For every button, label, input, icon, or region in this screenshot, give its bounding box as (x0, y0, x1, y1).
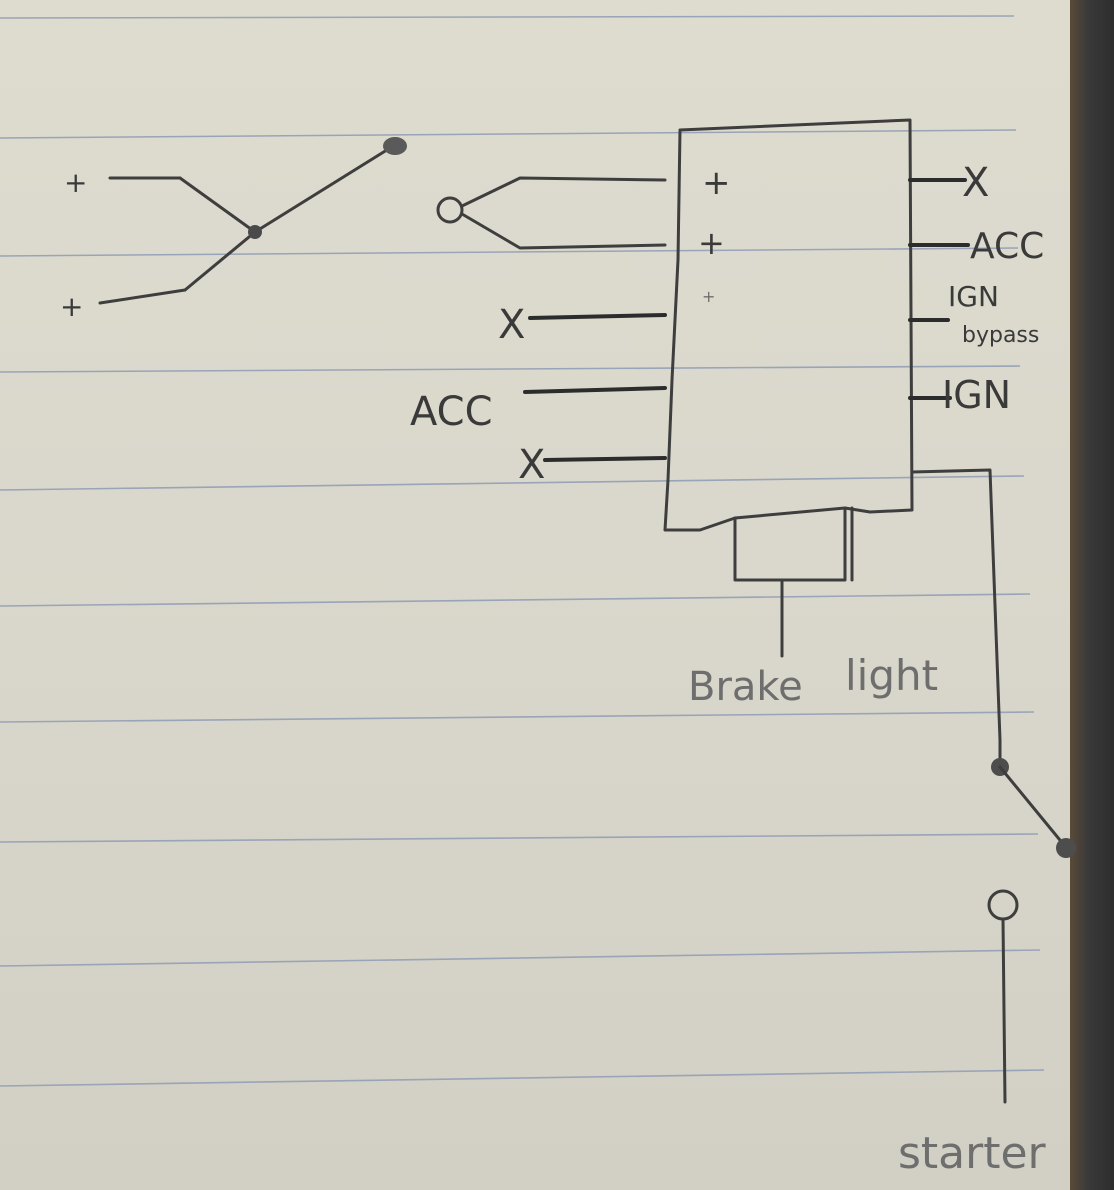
starter-wiring: starter (898, 468, 1076, 1179)
left-plus-top: + (64, 166, 87, 199)
left-x-2: X (518, 442, 545, 488)
brake-light-wiring: Brake light (688, 506, 938, 710)
desk-edge (1070, 0, 1114, 1190)
left-plus-bottom: + (60, 290, 83, 323)
box-plus-1: + (702, 163, 731, 203)
switch-contact (1056, 838, 1076, 858)
box-right-terminals: X ACC IGN bypass IGN (908, 160, 1044, 417)
light-label: light (845, 651, 938, 700)
left-x-1: X (498, 302, 525, 348)
brake-label: Brake (688, 664, 803, 710)
right-acc: ACC (970, 226, 1044, 267)
module-box (663, 118, 914, 532)
left-acc: ACC (410, 389, 493, 435)
box-plus-3: + (702, 287, 715, 306)
left-junction: + + (60, 137, 407, 323)
right-ign-bypass-1: IGN (948, 280, 999, 313)
right-x: X (962, 160, 989, 206)
right-ign-bypass-2: bypass (962, 323, 1039, 348)
terminal-blob (383, 137, 407, 155)
box-left-terminals: X ACC X (410, 302, 667, 488)
box-plus-2: + (698, 224, 725, 262)
junction-node (248, 225, 262, 239)
starter-label: starter (898, 1128, 1047, 1179)
ruled-lines (0, 15, 1045, 1087)
left-loop-input: + + + (436, 163, 731, 306)
right-ign: IGN (942, 373, 1011, 417)
